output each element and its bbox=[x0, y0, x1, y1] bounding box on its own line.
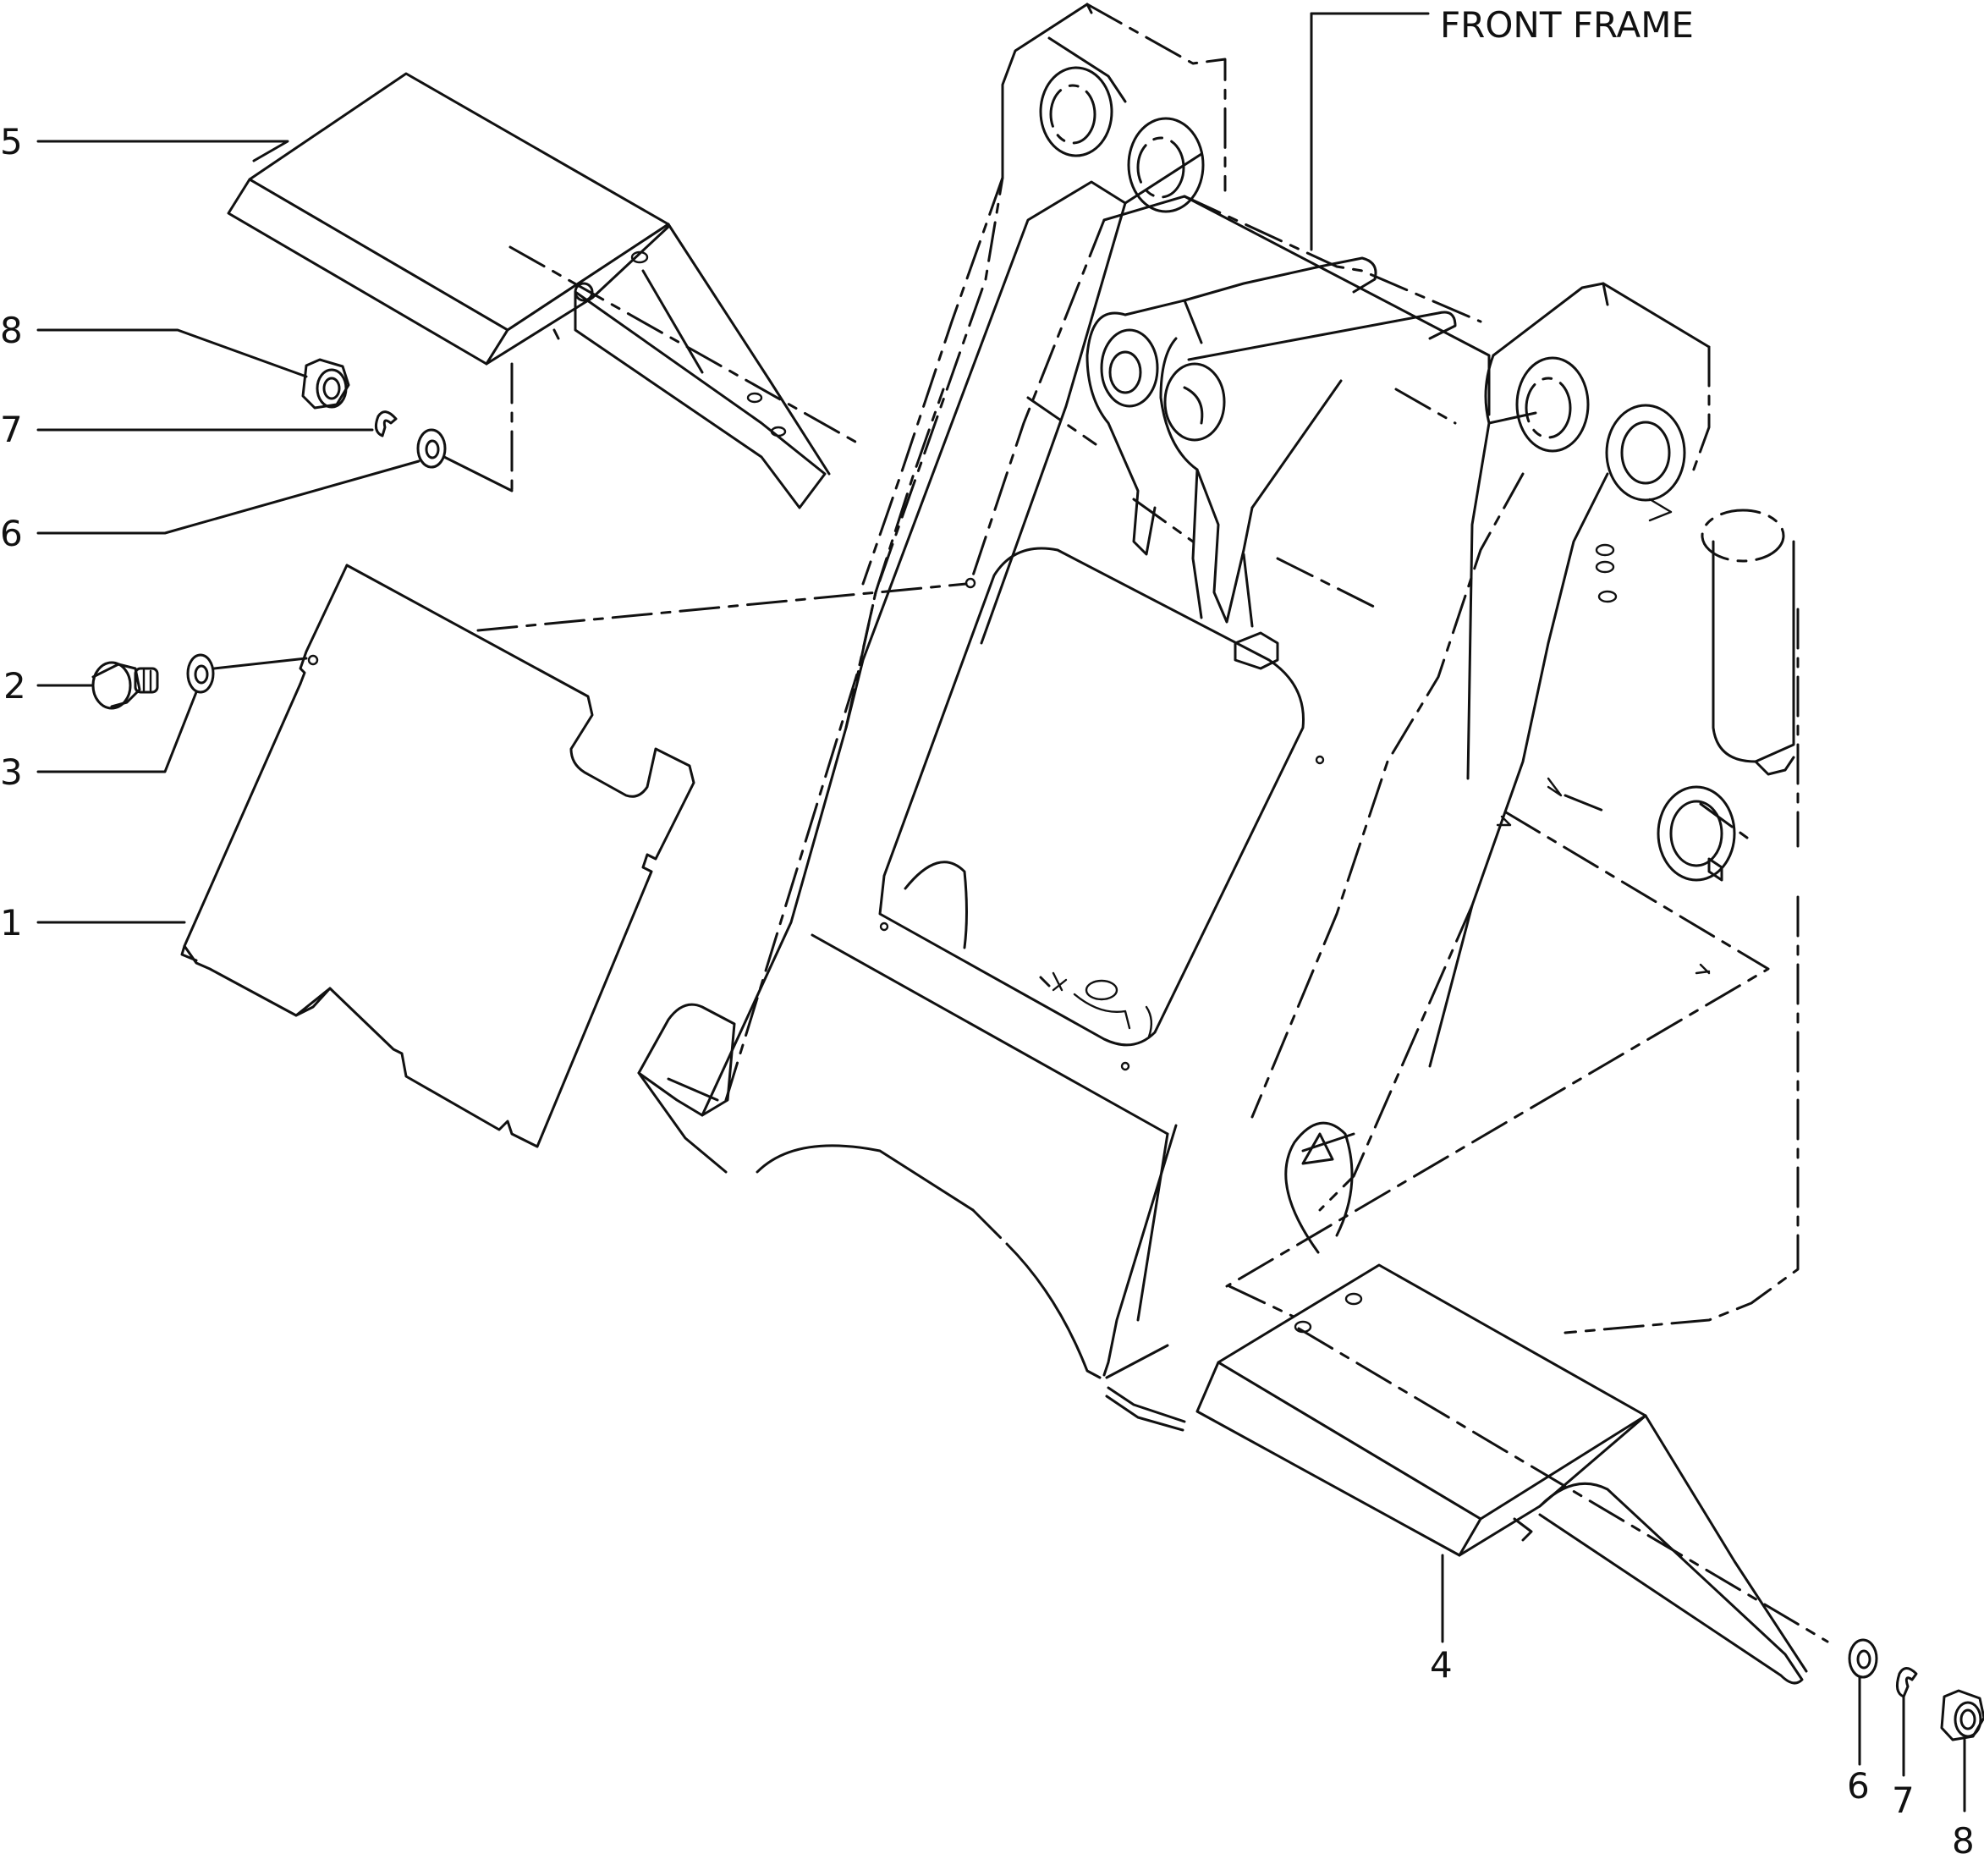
callout-6-upper: 6 bbox=[0, 513, 23, 554]
leader-3 bbox=[36, 690, 198, 773]
cover-plate-part-1 bbox=[180, 564, 976, 1148]
washer-lower-part-6 bbox=[1848, 1638, 1878, 1679]
callout-7-upper: 7 bbox=[0, 409, 23, 450]
front-frame bbox=[637, 3, 1800, 1432]
nut-upper-part-8 bbox=[301, 358, 350, 410]
callout-3: 3 bbox=[0, 751, 23, 793]
leader-lines bbox=[36, 12, 1966, 1813]
washer-part-3 bbox=[186, 653, 308, 694]
bolt-part-2 bbox=[91, 661, 159, 710]
lock-washer-upper-part-7 bbox=[374, 410, 398, 437]
counterweight-lower-part-4 bbox=[1195, 1263, 1829, 1685]
counterweight-upper-part-5 bbox=[227, 72, 863, 509]
front-frame-label: FRONT FRAME bbox=[1440, 4, 1694, 46]
callout-2: 2 bbox=[3, 665, 26, 707]
callout-4: 4 bbox=[1430, 1644, 1453, 1686]
callout-6-lower: 6 bbox=[1847, 1765, 1870, 1807]
callout-1: 1 bbox=[0, 902, 23, 944]
callout-7-lower: 7 bbox=[1892, 1780, 1915, 1821]
lock-washer-lower-part-7 bbox=[1895, 1667, 1918, 1698]
leader-8-upper bbox=[36, 328, 308, 378]
washer-upper-part-6 bbox=[416, 428, 514, 492]
nut-lower-part-8 bbox=[1940, 1689, 1984, 1741]
leader-6-upper bbox=[36, 459, 420, 535]
callout-8-upper: 8 bbox=[0, 310, 23, 351]
leader-5 bbox=[36, 140, 289, 162]
callout-5: 5 bbox=[0, 121, 23, 162]
callout-8-lower: 8 bbox=[1952, 1820, 1975, 1862]
